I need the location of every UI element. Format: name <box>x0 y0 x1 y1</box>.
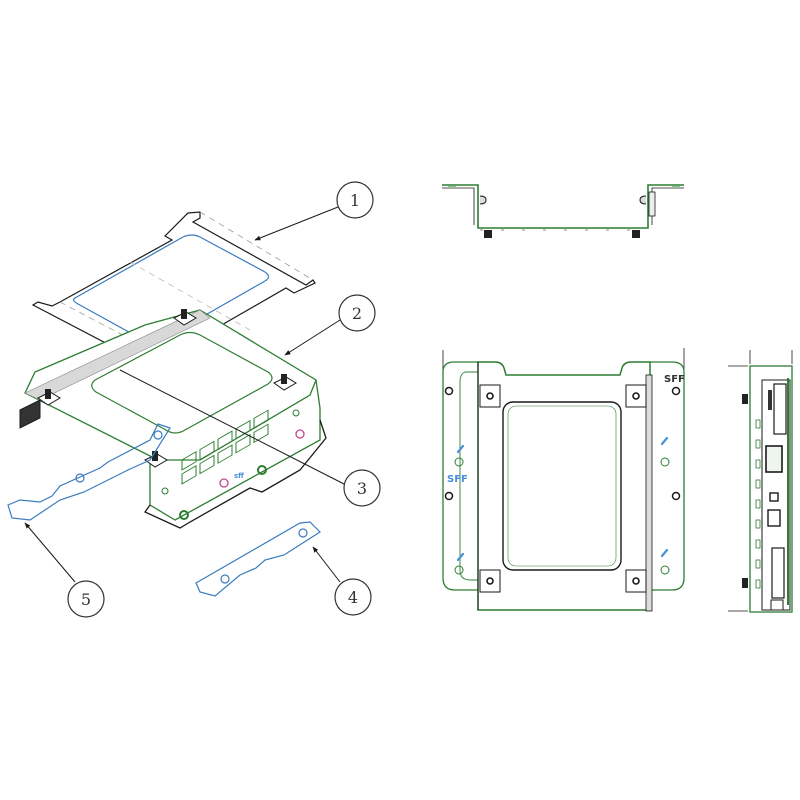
top-view: SFF SFF <box>442 348 685 612</box>
callout-5: 5 <box>67 580 105 618</box>
standoff <box>173 309 197 326</box>
callout-1: 1 <box>336 181 374 219</box>
callout-2: 2 <box>338 294 376 332</box>
callout-3: 3 <box>343 469 381 507</box>
screw-pad <box>479 384 501 408</box>
sff-label-right: SFF <box>664 374 685 385</box>
screw-pad <box>625 384 647 408</box>
leader-lines <box>24 206 347 583</box>
callout-1-label: 1 <box>350 191 360 210</box>
standoff <box>273 374 297 391</box>
part-4-right-clip <box>195 521 321 597</box>
part-5-left-clip <box>7 423 171 521</box>
standoff <box>37 389 61 406</box>
sff-label-left: SFF <box>447 474 468 485</box>
iso-sff-mark: sff <box>234 472 244 480</box>
screw-pad <box>625 569 647 593</box>
callout-3-label: 3 <box>357 479 367 498</box>
front-view <box>442 184 684 238</box>
side-view <box>728 350 793 613</box>
callout-5-label: 5 <box>81 590 91 609</box>
screw-pad <box>479 569 501 593</box>
exploded-view: sff <box>7 181 381 618</box>
callout-4-label: 4 <box>348 588 358 607</box>
callout-4: 4 <box>334 578 372 616</box>
part-2-bracket-tray: sff <box>19 309 327 529</box>
callout-2-label: 2 <box>352 304 362 323</box>
